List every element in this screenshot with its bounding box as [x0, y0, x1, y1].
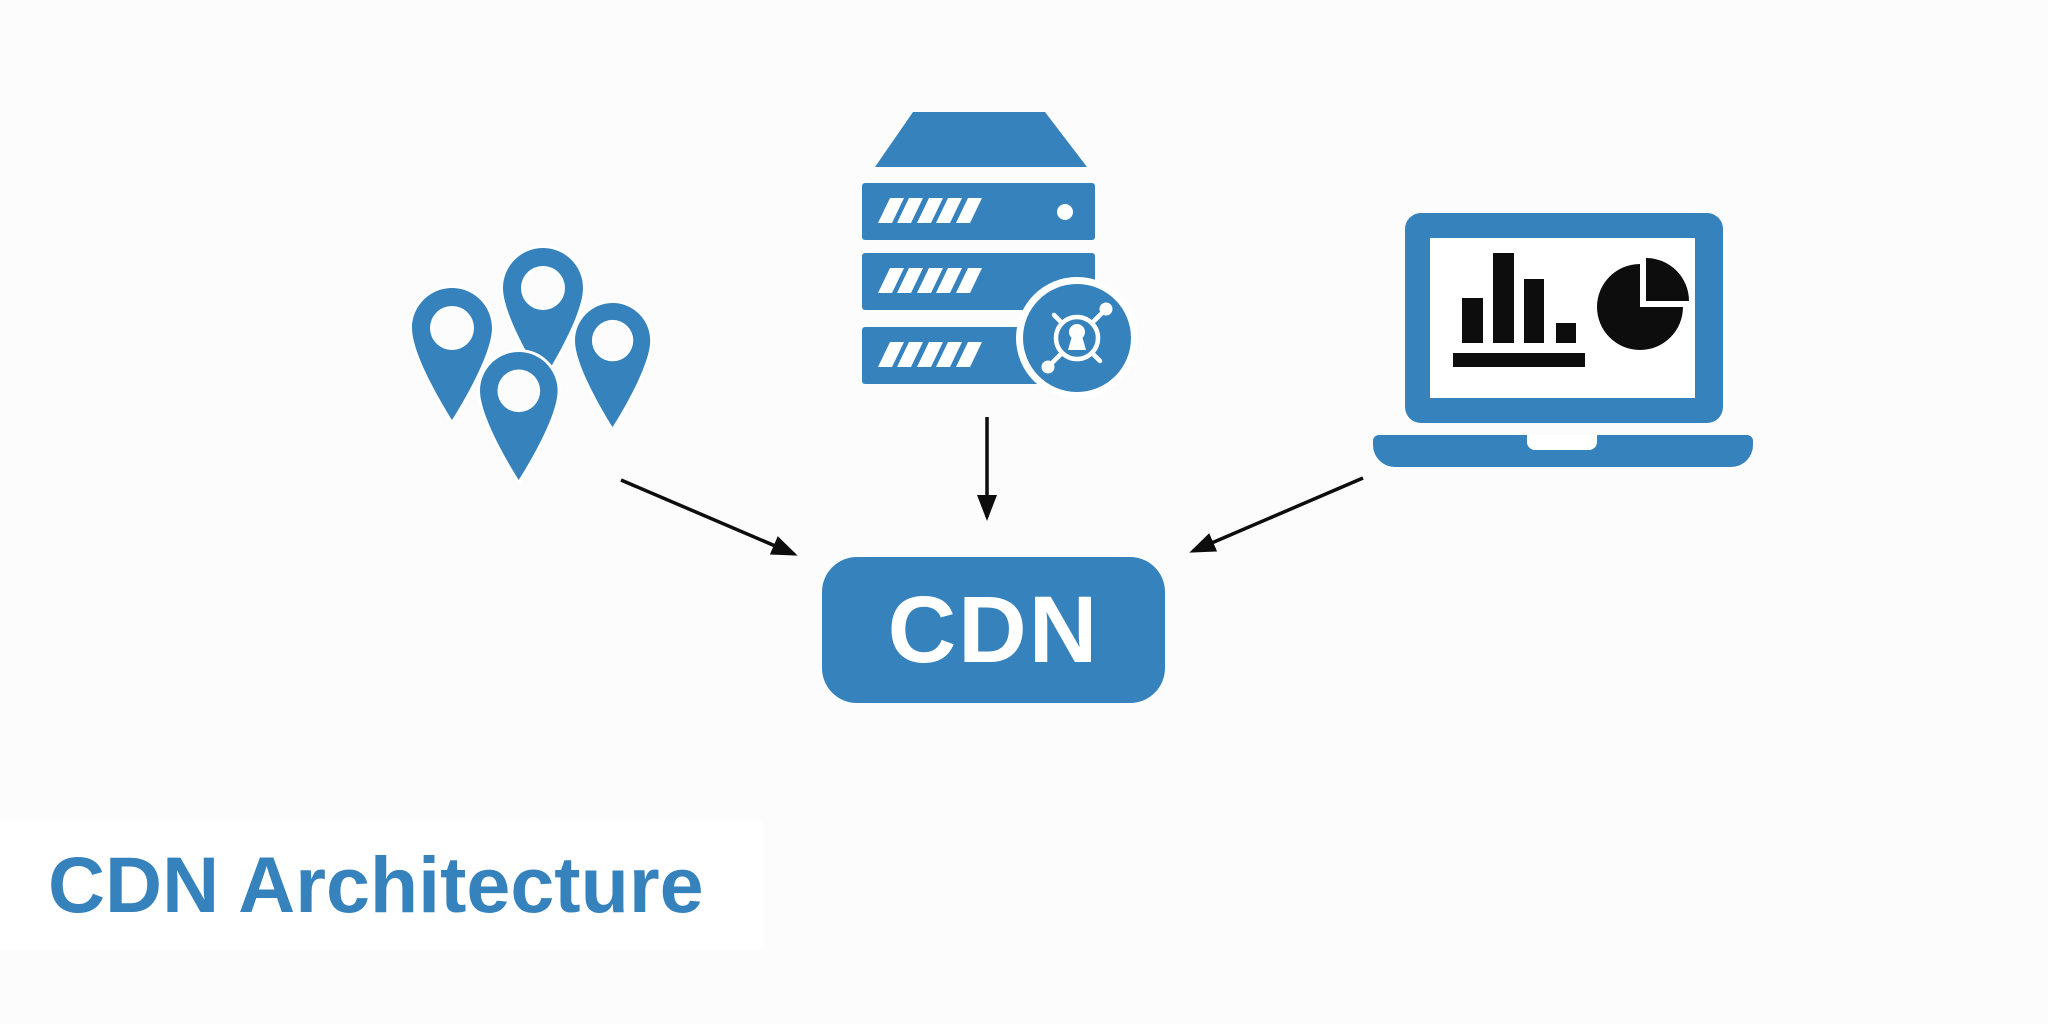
cdn-node-label: CDN	[887, 576, 1100, 683]
arrow-laptop-to-cdn	[1189, 476, 1364, 553]
keyhole-icon	[1068, 324, 1086, 350]
map-pins-icon	[408, 244, 654, 486]
secure-network-badge-icon	[1016, 277, 1138, 399]
diagram-title: CDN Architecture	[48, 840, 704, 929]
server-slab-1	[862, 183, 1095, 240]
server-security-icon	[862, 112, 1138, 399]
laptop-notch	[1527, 435, 1597, 450]
server-vents	[878, 198, 1073, 367]
map-pin-right	[572, 300, 654, 433]
pie-chart-icon	[1597, 258, 1689, 350]
cdn-node: CDN	[822, 557, 1165, 703]
map-pin-left	[408, 284, 496, 426]
server-led	[1057, 204, 1073, 220]
arrow-pins-to-cdn	[620, 478, 798, 556]
bar-chart-icon	[1453, 253, 1585, 367]
laptop-analytics-icon	[1373, 213, 1753, 467]
server-top	[875, 112, 1087, 167]
title-panel: CDN Architecture	[0, 820, 763, 950]
map-pin-bottom	[477, 349, 561, 486]
laptop-base	[1373, 435, 1753, 467]
